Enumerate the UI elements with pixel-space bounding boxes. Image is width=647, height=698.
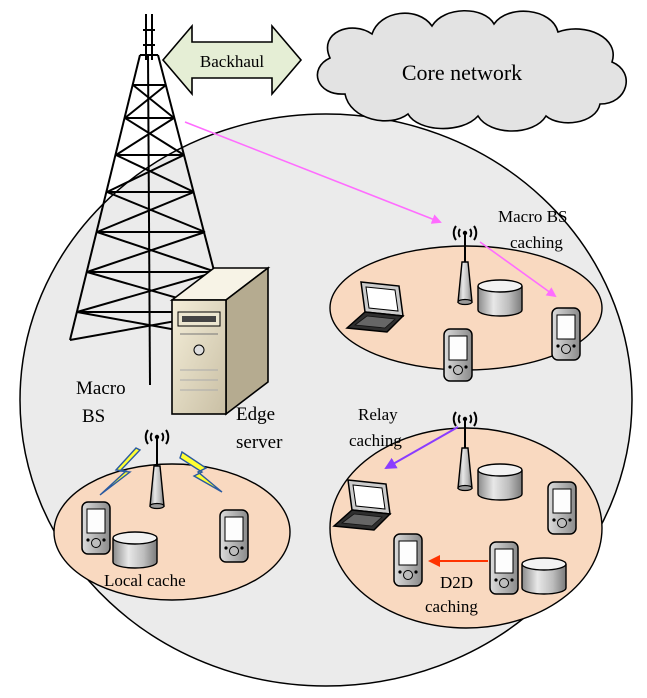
relay-caching-label-line1: Relay <box>358 405 398 424</box>
cache-cylinder-icon <box>112 531 158 569</box>
cache-cylinder-icon <box>477 279 523 317</box>
server-icon <box>169 266 271 416</box>
phone-icon <box>551 307 581 361</box>
relay-caching-label-line2: caching <box>349 431 402 450</box>
phone-icon <box>393 533 423 587</box>
macro-bs-caching-label-line1: Macro BS <box>498 207 567 226</box>
macro-bs-label-line2: BS <box>82 406 105 427</box>
lightning-icon <box>99 447 142 496</box>
phone-icon <box>219 509 249 563</box>
phone-icon <box>489 541 519 595</box>
cloud-icon <box>316 9 628 132</box>
d2d-caching-label-line2: caching <box>425 597 478 616</box>
macro-caching-arrow-to-user <box>479 241 557 298</box>
lightning-icon <box>179 450 223 493</box>
macro-caching-arrow <box>184 121 442 224</box>
cache-cylinder-icon <box>477 463 523 501</box>
core-network-label: Core network <box>402 60 522 85</box>
phone-icon <box>443 328 473 382</box>
backhaul-arrow <box>161 23 303 97</box>
local-cache-cluster <box>53 463 291 601</box>
relay-caching-arrow <box>384 426 459 469</box>
edge-server-label-line1: Edge <box>236 404 275 425</box>
macro-bs-caching-label-line2: caching <box>510 233 563 252</box>
cache-cylinder-icon <box>521 557 567 595</box>
backhaul-label: Backhaul <box>200 52 264 71</box>
phone-icon <box>81 501 111 555</box>
local-cache-label: Local cache <box>104 571 186 590</box>
macro-bs-label-line1: Macro <box>76 378 126 399</box>
edge-server-label-line2: server <box>236 432 283 453</box>
d2d-caching-label-line1: D2D <box>440 573 473 592</box>
phone-icon <box>547 481 577 535</box>
